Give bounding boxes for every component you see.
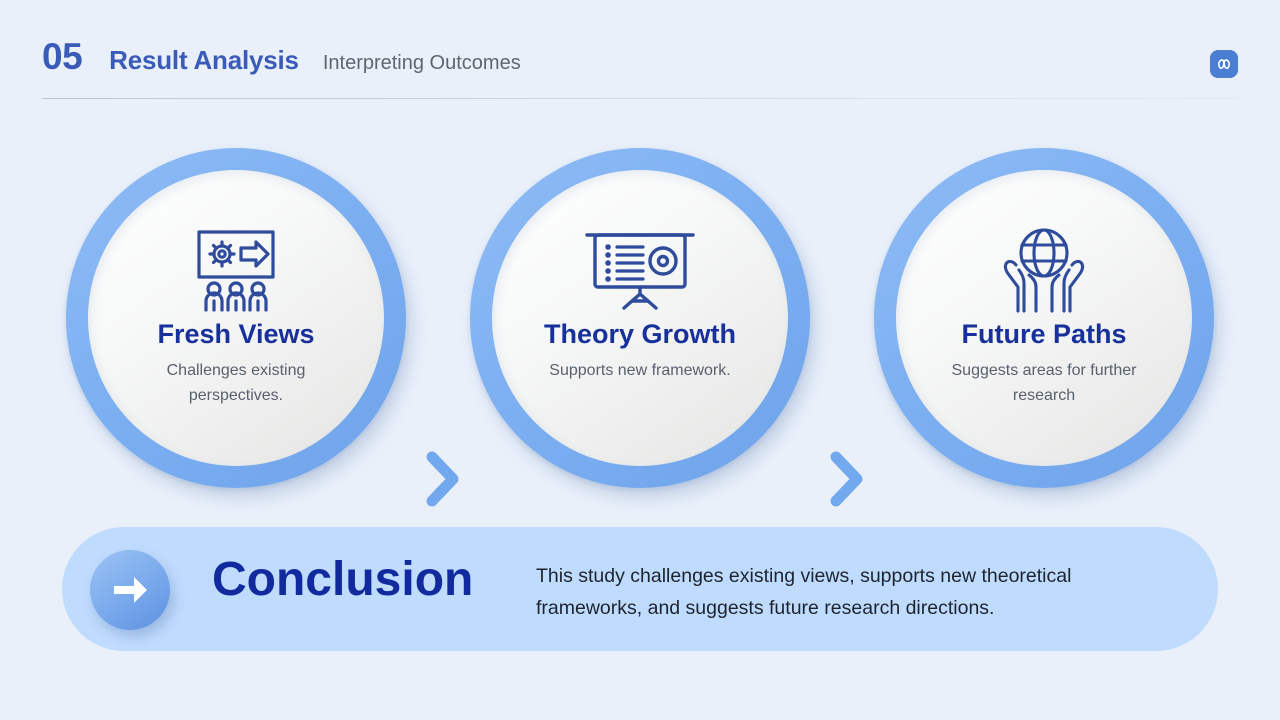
step-card-fresh-views[interactable]: Fresh Views Challenges existing perspect… bbox=[66, 148, 406, 488]
screen-gear-arrow-people-icon bbox=[188, 226, 284, 316]
card-title: Fresh Views bbox=[157, 319, 315, 349]
conclusion-title: Conclusion bbox=[212, 553, 474, 606]
chevron-right-icon bbox=[422, 450, 462, 508]
header-title-row: 05 Result Analysis Interpreting Outcomes bbox=[42, 38, 1238, 75]
card-description: Suggests areas for further research bbox=[951, 361, 1137, 405]
slide-header: 05 Result Analysis Interpreting Outcomes bbox=[42, 38, 1238, 100]
section-number: 05 bbox=[42, 36, 83, 77]
header-divider bbox=[42, 98, 1238, 99]
circle-face: Theory Growth Supports new framework. bbox=[492, 170, 788, 466]
card-description: Challenges existing perspectives. bbox=[166, 361, 306, 405]
step-card-future-paths[interactable]: Future Paths Suggests areas for further … bbox=[874, 148, 1214, 488]
step-circles: Fresh Views Challenges existing perspect… bbox=[0, 148, 1280, 507]
circle-face: Fresh Views Challenges existing perspect… bbox=[88, 170, 384, 466]
chevron-right-icon bbox=[826, 450, 866, 508]
conclusion-text: This study challenges existing views, su… bbox=[536, 565, 1072, 619]
page-title: Result Analysis bbox=[109, 45, 299, 75]
card-title: Future Paths bbox=[961, 319, 1127, 349]
loop-logo-icon bbox=[1210, 50, 1238, 78]
card-title: Theory Growth bbox=[543, 319, 736, 349]
conclusion-bar bbox=[62, 527, 1218, 651]
card-description: Supports new framework. bbox=[549, 361, 731, 379]
page-subtitle: Interpreting Outcomes bbox=[322, 52, 521, 74]
step-card-theory-growth[interactable]: Theory Growth Supports new framework. bbox=[470, 148, 810, 488]
hands-holding-globe-icon bbox=[992, 226, 1096, 316]
arrow-right-icon bbox=[90, 550, 170, 630]
circle-face: Future Paths Suggests areas for further … bbox=[896, 170, 1192, 466]
presentation-board-icon bbox=[581, 226, 699, 316]
